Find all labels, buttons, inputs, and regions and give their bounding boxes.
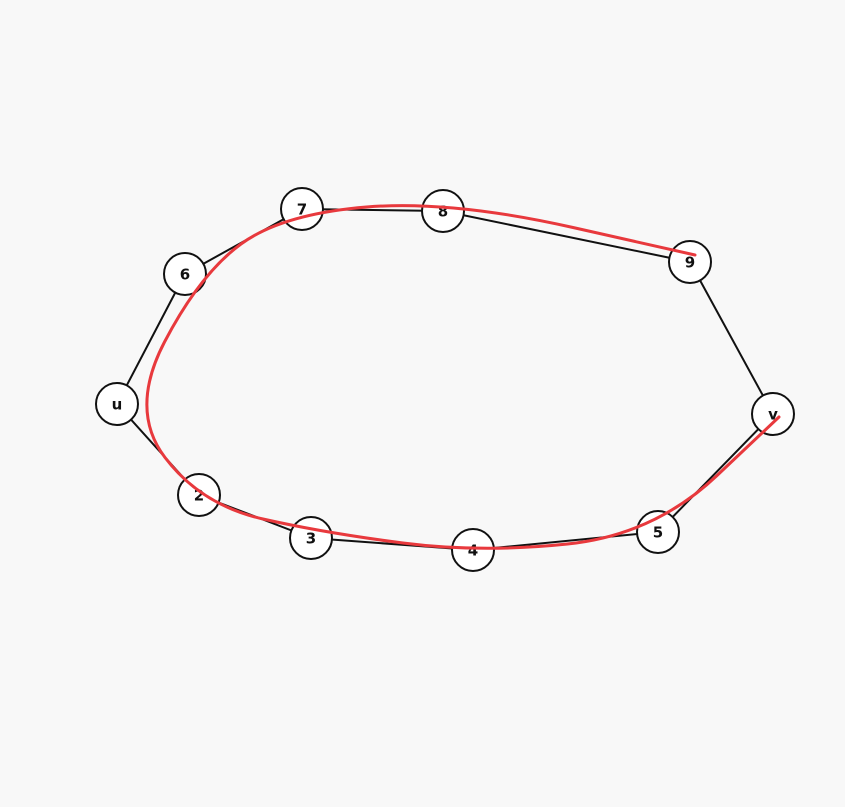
node-circle [95, 382, 139, 426]
node-circle [163, 252, 207, 296]
node-3: 3 [289, 516, 333, 560]
node-circle [451, 528, 495, 572]
node-8: 8 [421, 189, 465, 233]
highlighted-path [145, 204, 781, 550]
edge-6-u [116, 273, 186, 405]
nodes-layer: u 2 3 4 5 v 9 8 7 6 [95, 187, 795, 572]
node-circle [421, 189, 465, 233]
node-label: 8 [438, 203, 448, 221]
edge-8-7 [301, 208, 444, 212]
node-label: 5 [653, 524, 663, 542]
edge-v-9 [689, 261, 774, 415]
node-9: 9 [668, 240, 712, 284]
node-label: 2 [194, 487, 204, 505]
node-label: u [112, 396, 123, 414]
edge-5-v [657, 413, 774, 533]
highlighted-path-layer [145, 204, 781, 550]
node-label: v [768, 406, 778, 424]
node-7: 7 [280, 187, 324, 231]
node-label: 7 [297, 201, 307, 219]
node-label: 3 [306, 530, 316, 548]
node-6: 6 [163, 252, 207, 296]
node-u: u [95, 382, 139, 426]
node-v: v [751, 392, 795, 436]
node-label: 6 [180, 266, 190, 284]
node-label: 4 [468, 542, 478, 560]
node-4: 4 [451, 528, 495, 572]
edge-9-8 [442, 210, 691, 263]
node-label: 9 [685, 254, 695, 272]
node-circle [751, 392, 795, 436]
